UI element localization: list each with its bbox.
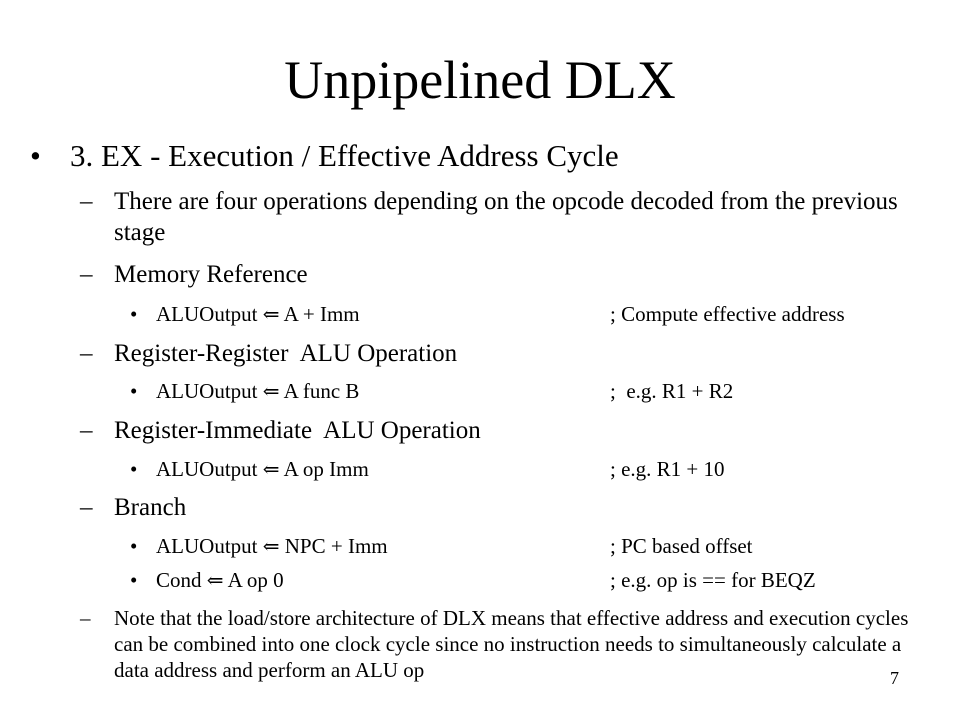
- operation-expression: ALUOutput ⇐ A func B: [156, 378, 359, 405]
- left-arrow-icon: ⇐: [262, 381, 280, 403]
- left-arrow-icon: ⇐: [262, 304, 280, 326]
- bullet-icon: •: [130, 302, 138, 326]
- bullet-icon: •: [130, 534, 138, 558]
- bullet-icon: •: [30, 138, 41, 173]
- dash-icon: –: [80, 606, 91, 630]
- operation-comment: ; e.g. R1 + R2: [610, 379, 734, 403]
- left-arrow-icon: ⇐: [206, 570, 224, 592]
- operation-expr: A op Imm: [283, 457, 369, 481]
- note-text: Note that the load/store architecture of…: [114, 606, 909, 682]
- dash-icon: –: [80, 417, 93, 444]
- operation-expression: ALUOutput ⇐ A + Imm: [156, 301, 360, 328]
- operation-expr: A func B: [283, 379, 360, 403]
- operation-target: ALUOutput: [156, 534, 258, 558]
- bullet-icon: •: [130, 457, 138, 481]
- operation-expr: A op 0: [227, 568, 284, 592]
- bullet-icon: •: [130, 568, 138, 592]
- operation-expression: Cond ⇐ A op 0: [156, 567, 284, 594]
- operation-expression: ALUOutput ⇐ A op Imm: [156, 456, 369, 483]
- operation-target: ALUOutput: [156, 457, 258, 481]
- operation-target: ALUOutput: [156, 302, 258, 326]
- operation-comment: ; e.g. R1 + 10: [610, 457, 725, 481]
- operation-target: ALUOutput: [156, 379, 258, 403]
- operation-comment: ; e.g. op is == for BEQZ: [610, 568, 816, 592]
- dash-icon: –: [80, 494, 93, 521]
- operation-expr: A + Imm: [283, 302, 360, 326]
- operation-expression: ALUOutput ⇐ NPC + Imm: [156, 533, 388, 560]
- section-heading: Branch: [114, 494, 187, 521]
- dash-icon: –: [80, 261, 93, 288]
- operation-comment: ; PC based offset: [610, 534, 753, 558]
- section-heading: Register-Register ALU Operation: [114, 340, 458, 367]
- operation-comment: ; Compute effective address: [610, 302, 845, 326]
- intro-text: There are four operations depending on t…: [114, 188, 898, 246]
- level1-text: 3. EX - Execution / Effective Address Cy…: [70, 138, 619, 173]
- left-arrow-icon: ⇐: [262, 536, 280, 558]
- bullet-icon: •: [130, 379, 138, 403]
- operation-target: Cond: [156, 568, 202, 592]
- operation-expr: NPC + Imm: [284, 534, 388, 558]
- slide-title: Unpipelined DLX: [284, 50, 676, 110]
- dash-icon: –: [80, 340, 93, 367]
- left-arrow-icon: ⇐: [262, 459, 280, 481]
- page-number: 7: [890, 668, 899, 688]
- section-heading: Register-Immediate ALU Operation: [114, 417, 481, 444]
- section-heading: Memory Reference: [114, 261, 308, 288]
- dash-icon: –: [80, 188, 93, 215]
